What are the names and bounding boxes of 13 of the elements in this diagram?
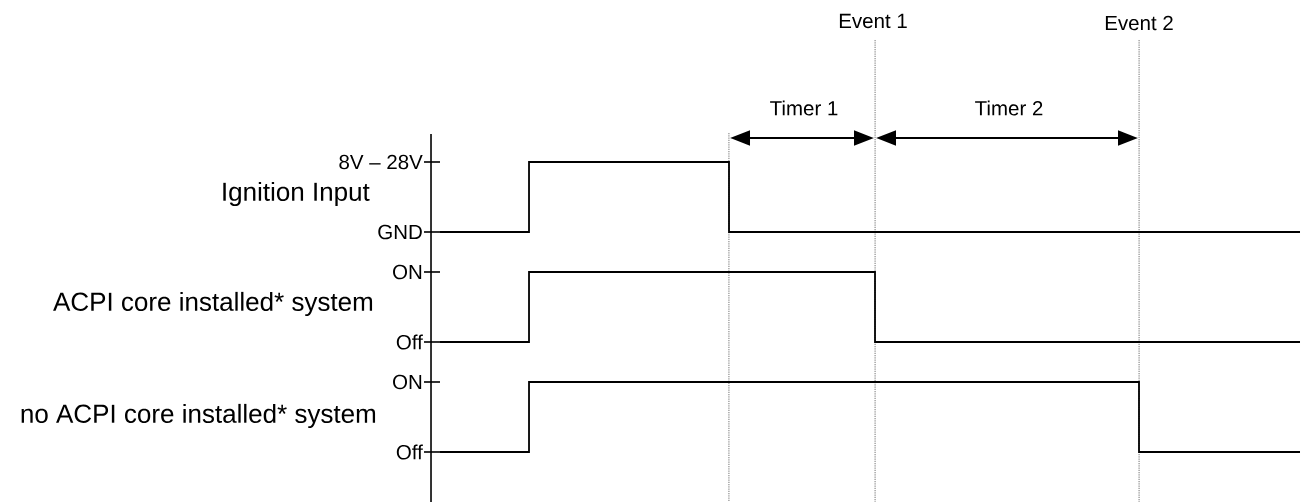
level-label: ON [393, 264, 422, 280]
timer-label: Timer 1 [770, 100, 838, 116]
event-label: Event 2 [1105, 15, 1173, 31]
timer-label: Timer 2 [975, 100, 1043, 116]
signal-name: Ignition Input [223, 181, 370, 207]
level-label: 8V – 28V [339, 154, 423, 170]
level-label: ON [393, 374, 422, 390]
level-label: Off [396, 444, 423, 460]
signal-name: ACPI core installed* system [53, 291, 373, 317]
level-label: GND [378, 224, 422, 240]
level-label: Off [396, 334, 423, 350]
event-label: Event 1 [839, 13, 907, 29]
signal-name: no ACPI core installed* system [21, 403, 376, 429]
